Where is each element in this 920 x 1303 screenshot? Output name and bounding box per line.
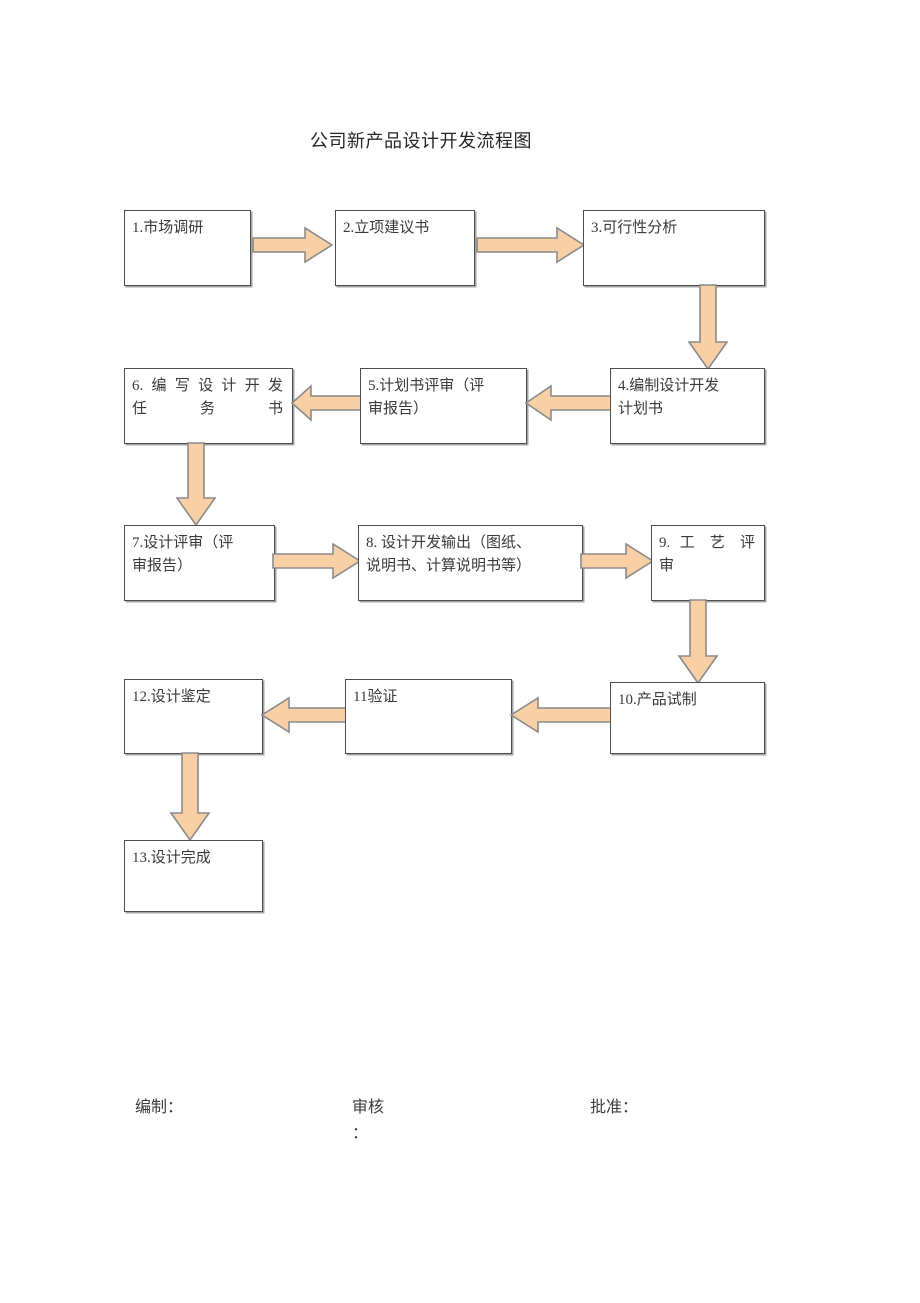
footer-approved-by: 批准：	[590, 1099, 639, 1116]
flow-node-label: 8. 设计开发输出（图纸、 说明书、计算说明书等）	[366, 535, 532, 574]
flow-arrow-6-to-7	[174, 442, 218, 527]
footer-reviewed-by: 审核 ：	[352, 1099, 385, 1142]
flow-node-label: 13.设计完成	[132, 850, 211, 866]
flow-arrow-9-to-10	[676, 599, 720, 685]
flow-arrow-11-to-12	[260, 695, 349, 735]
flow-node-9-process-review[interactable]: 9. 工 艺 评 审	[651, 525, 765, 601]
flow-node-10-product-trial[interactable]: 10.产品试制	[610, 682, 765, 754]
flow-node-label: 7.设计评审（评 审报告）	[132, 535, 234, 574]
flow-arrow-12-to-13	[168, 752, 212, 842]
flow-node-label: 5.计划书评审（评 审报告）	[368, 378, 485, 417]
flow-node-label: 11验证	[353, 689, 398, 705]
flow-node-5-plan-review[interactable]: 5.计划书评审（评 审报告）	[360, 368, 527, 444]
flow-node-1-market-research[interactable]: 1.市场调研	[124, 210, 251, 286]
flow-node-7-design-review[interactable]: 7.设计评审（评 审报告）	[124, 525, 275, 601]
flow-node-label: 9. 工 艺 评 审	[659, 535, 755, 574]
flow-node-label: 10.产品试制	[618, 692, 697, 708]
flow-node-label: 6.编写设计开发 任务书	[132, 378, 283, 417]
flow-arrow-2-to-3	[476, 225, 586, 265]
page-title: 公司新产品设计开发流程图	[310, 131, 532, 151]
flow-node-4-prepare-design-plan[interactable]: 4.编制设计开发 计划书	[610, 368, 765, 444]
flow-node-label: 1.市场调研	[132, 220, 204, 236]
flow-node-label: 2.立项建议书	[343, 220, 430, 236]
flow-node-12-design-appraisal[interactable]: 12.设计鉴定	[124, 679, 263, 754]
flow-arrow-7-to-8	[272, 541, 362, 581]
flow-node-6-write-design-task[interactable]: 6.编写设计开发 任务书	[124, 368, 293, 444]
flow-node-11-verification[interactable]: 11验证	[345, 679, 512, 754]
flow-node-label: 4.编制设计开发 计划书	[618, 378, 720, 417]
flow-arrow-5-to-6	[290, 383, 363, 423]
flow-node-2-project-proposal[interactable]: 2.立项建议书	[335, 210, 475, 286]
flow-node-8-design-output[interactable]: 8. 设计开发输出（图纸、 说明书、计算说明书等）	[358, 525, 583, 601]
flow-arrow-3-to-4	[686, 284, 730, 371]
flow-node-13-design-complete[interactable]: 13.设计完成	[124, 840, 263, 912]
flow-arrow-8-to-9	[580, 541, 655, 581]
flow-node-label: 3.可行性分析	[591, 220, 678, 236]
flow-node-label: 12.设计鉴定	[132, 689, 211, 705]
footer-prepared-by: 编制：	[135, 1099, 184, 1116]
flow-arrow-1-to-2	[252, 225, 334, 265]
flow-node-3-feasibility-analysis[interactable]: 3.可行性分析	[583, 210, 765, 286]
flow-arrow-4-to-5	[524, 383, 613, 423]
flow-arrow-10-to-11	[509, 695, 614, 735]
